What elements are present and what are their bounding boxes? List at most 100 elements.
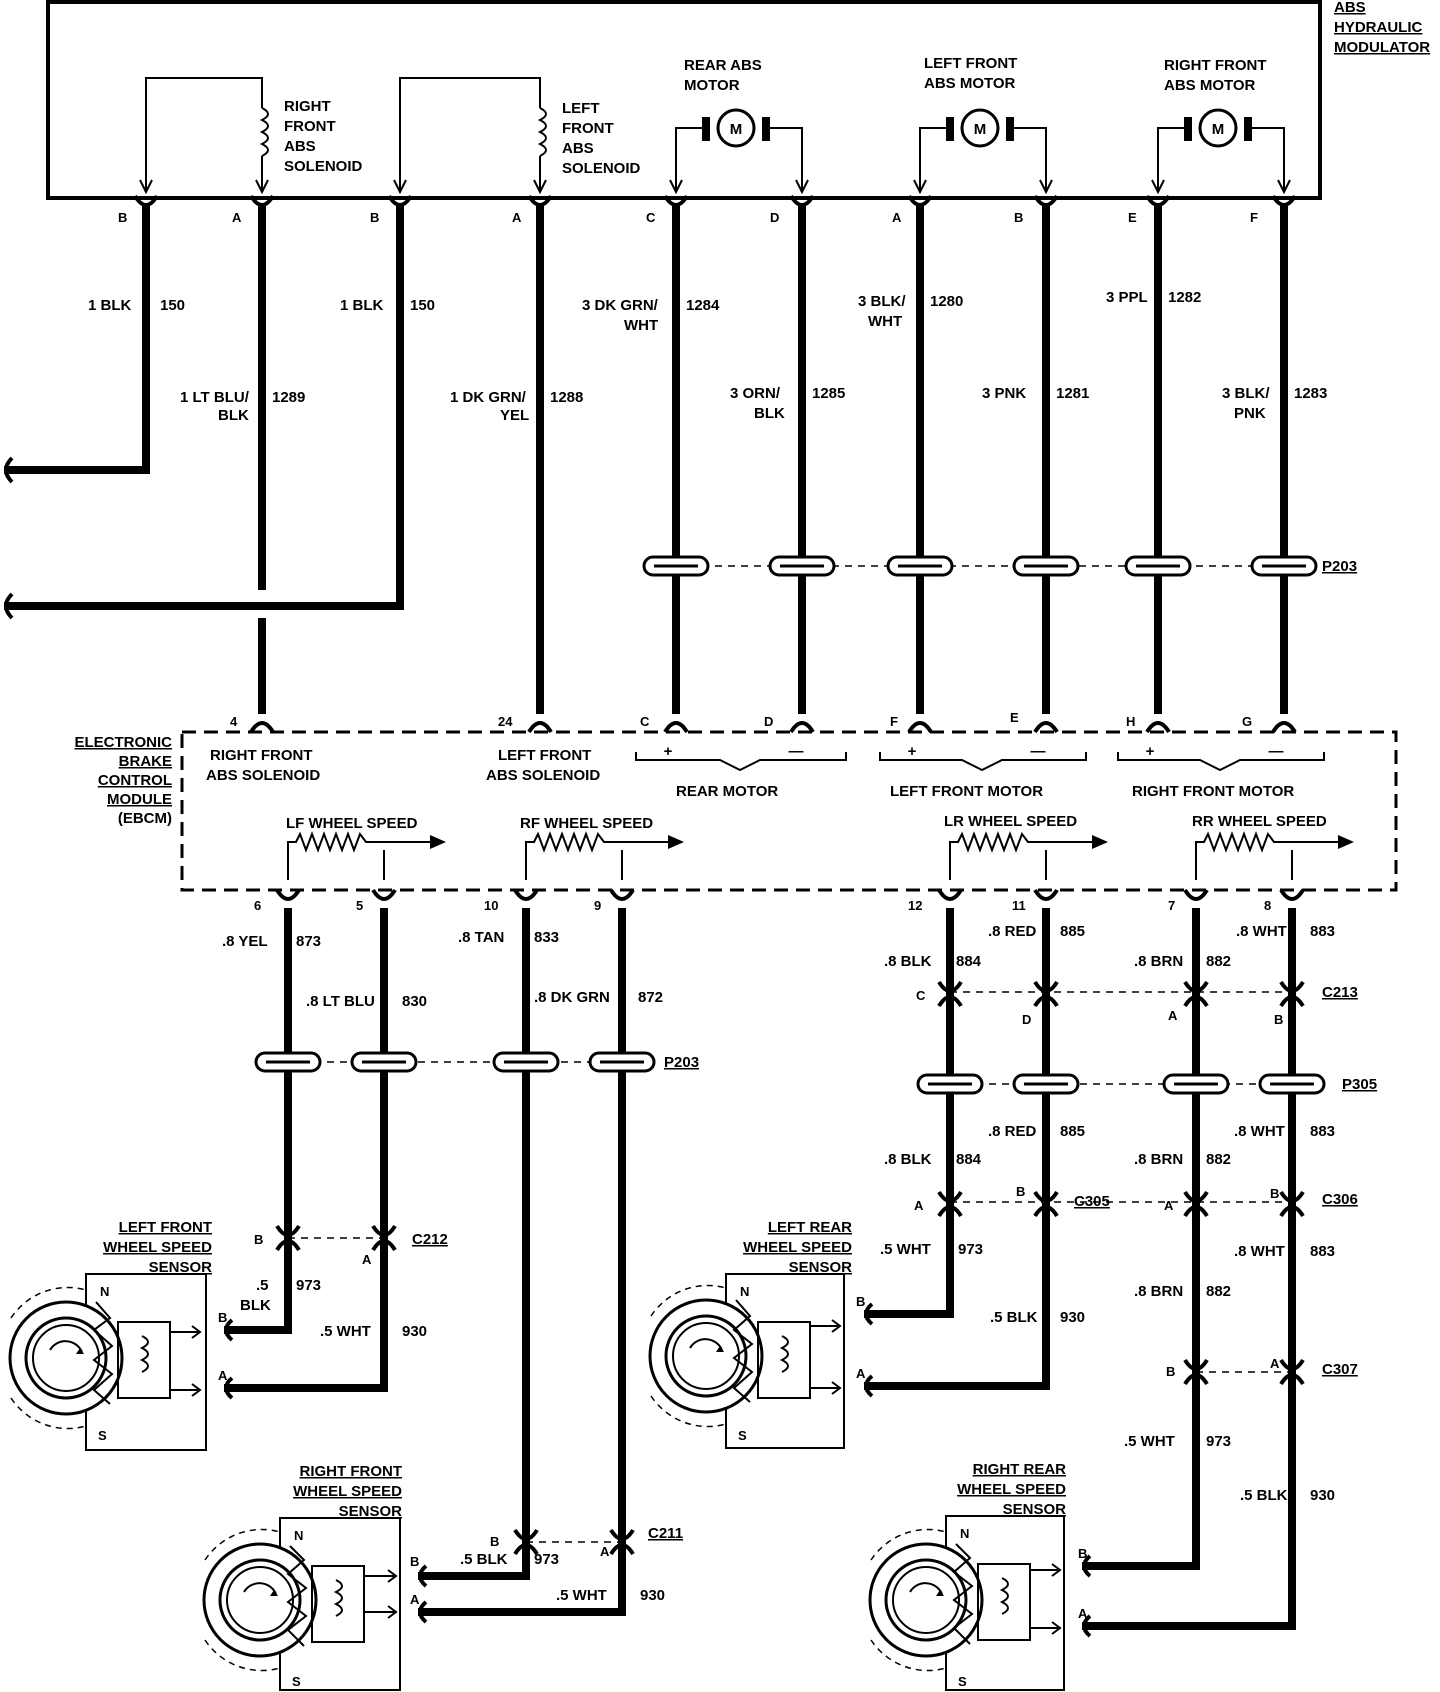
c213-pin: C [916, 988, 926, 1003]
svg-text:884: 884 [956, 953, 982, 970]
sensor-n: N [960, 1526, 969, 1541]
wire-label: 3 PNK [982, 385, 1026, 402]
sensor-pin: A [856, 1366, 866, 1381]
motor-polarity-brackets [635, 752, 1325, 772]
ebcm-rf-solenoid-1: RIGHT FRONT [210, 747, 313, 764]
ebcm-lf-solenoid-1: LEFT FRONT [498, 747, 591, 764]
svg-text:.5 WHT: .5 WHT [320, 1323, 371, 1340]
c306-pin: B [1270, 1186, 1279, 1201]
c212-label: C212 [412, 1231, 448, 1248]
wire-circuit: 1283 [1294, 385, 1327, 402]
ebcm-pin: 7 [1168, 898, 1175, 913]
top-pin-6: D [770, 210, 779, 225]
sensor-pin: B [218, 1310, 227, 1325]
wire-label: 3 BLK/ [858, 293, 906, 310]
svg-text:930: 930 [640, 1587, 665, 1604]
hydraulic-modulator-box [46, 0, 1322, 200]
ebcm-lf-speed: LF WHEEL SPEED [286, 815, 418, 832]
lf-abs-motor: M [913, 108, 1053, 195]
c307-pin: B [1166, 1364, 1175, 1379]
wire-label: WHT [868, 313, 902, 330]
rf-sensor-label-3: SENSOR [339, 1503, 403, 1520]
svg-text:873: 873 [296, 933, 321, 950]
lf-motor-label-1: LEFT FRONT [924, 55, 1017, 72]
svg-text:M: M [974, 121, 987, 138]
svg-text:885: 885 [1060, 923, 1085, 940]
rr-sensor-label-2: WHEEL SPEED [957, 1481, 1066, 1498]
wire-circuit: 150 [410, 297, 435, 314]
wire-label: 3 ORN/ [730, 385, 781, 402]
wire-circuit: 150 [160, 297, 185, 314]
ebcm-pin: H [1126, 714, 1135, 729]
svg-text:.8 BLK: .8 BLK [884, 1151, 932, 1168]
rr-wheel-speed-sensor [868, 1515, 1065, 1691]
ebcm-pin: D [764, 714, 773, 729]
lf-solenoid-circuit [393, 77, 547, 195]
lf-motor-label-2: ABS MOTOR [924, 75, 1016, 92]
ebcm-box [180, 730, 1398, 892]
modulator-title-2: HYDRAULIC [1334, 19, 1422, 36]
svg-text:830: 830 [402, 993, 427, 1010]
wire-circuit: 1288 [550, 389, 583, 406]
sensor-s: S [98, 1428, 107, 1443]
ebcm-pin: 5 [356, 898, 363, 913]
ebcm-rf-speed: RF WHEEL SPEED [520, 815, 653, 832]
svg-text:973: 973 [958, 1241, 983, 1258]
ebcm-title-5: (EBCM) [118, 810, 172, 827]
lf-sensor-label-2: WHEEL SPEED [103, 1239, 212, 1256]
plus-sign: + [1146, 743, 1155, 760]
ebcm-pin: C [640, 714, 650, 729]
svg-text:930: 930 [402, 1323, 427, 1340]
svg-text:.8 BRN: .8 BRN [1134, 1283, 1183, 1300]
c213-pin: D [1022, 1012, 1031, 1027]
svg-text:.8 RED: .8 RED [988, 1123, 1037, 1140]
svg-text:.5 BLK: .5 BLK [990, 1309, 1038, 1326]
lr-sensor-label-1: LEFT REAR [768, 1219, 852, 1236]
sensor-n: N [740, 1284, 749, 1299]
modulator-title-3: MODULATOR [1334, 39, 1430, 56]
rf-solenoid-label-4: SOLENOID [284, 158, 363, 175]
ebcm-lf-solenoid-2: ABS SOLENOID [486, 767, 600, 784]
sensor-pin: B [1078, 1546, 1087, 1561]
svg-text:882: 882 [1206, 953, 1231, 970]
ebcm-title-2: BRAKE [119, 753, 172, 770]
c211-pin: A [600, 1544, 610, 1559]
ebcm-rf-solenoid-2: ABS SOLENOID [206, 767, 320, 784]
wire-circuit: 1289 [272, 389, 305, 406]
ebcm-title-4: MODULE [107, 791, 172, 808]
rr-sensor-label-3: SENSOR [1003, 1501, 1067, 1518]
svg-text:.5 WHT: .5 WHT [556, 1587, 607, 1604]
ebcm-pin: F [890, 714, 898, 729]
svg-text:.8 RED: .8 RED [988, 923, 1037, 940]
svg-text:973: 973 [534, 1551, 559, 1568]
ebcm-pin: G [1242, 714, 1252, 729]
wire-label: 3 DK GRN/ [582, 297, 659, 314]
ebcm-title-3: CONTROL [98, 772, 172, 789]
rr-sensor-label-1: RIGHT REAR [973, 1461, 1067, 1478]
lf-sensor-label-1: LEFT FRONT [119, 1219, 212, 1236]
svg-text:930: 930 [1310, 1487, 1335, 1504]
c213-pin: A [1168, 1008, 1178, 1023]
top-pin-8: B [1014, 210, 1023, 225]
lf-solenoid-label-4: SOLENOID [562, 160, 641, 177]
ebcm-pin: 4 [230, 714, 238, 729]
top-pin-3: B [370, 210, 379, 225]
sensor-s: S [738, 1428, 747, 1443]
svg-text:M: M [1212, 121, 1225, 138]
ebcm-pin: 6 [254, 898, 261, 913]
c211-pin: B [490, 1534, 499, 1549]
svg-text:.5 WHT: .5 WHT [880, 1241, 931, 1258]
ebcm-rear-motor: REAR MOTOR [676, 783, 778, 800]
svg-text:883: 883 [1310, 1123, 1335, 1140]
wire-circuit: 1282 [1168, 289, 1201, 306]
svg-text:883: 883 [1310, 1243, 1335, 1260]
c213-connectors [937, 980, 1305, 1008]
wire-label: BLK [218, 407, 249, 424]
svg-text:.8 BRN: .8 BRN [1134, 953, 1183, 970]
ebcm-pin: 11 [1012, 898, 1026, 913]
wheel-speed-resistors [287, 831, 1338, 880]
minus-sign: — [1031, 743, 1046, 760]
sensor-pin: A [410, 1592, 420, 1607]
rf-sensor-label-2: WHEEL SPEED [293, 1483, 402, 1500]
svg-text:884: 884 [956, 1151, 982, 1168]
